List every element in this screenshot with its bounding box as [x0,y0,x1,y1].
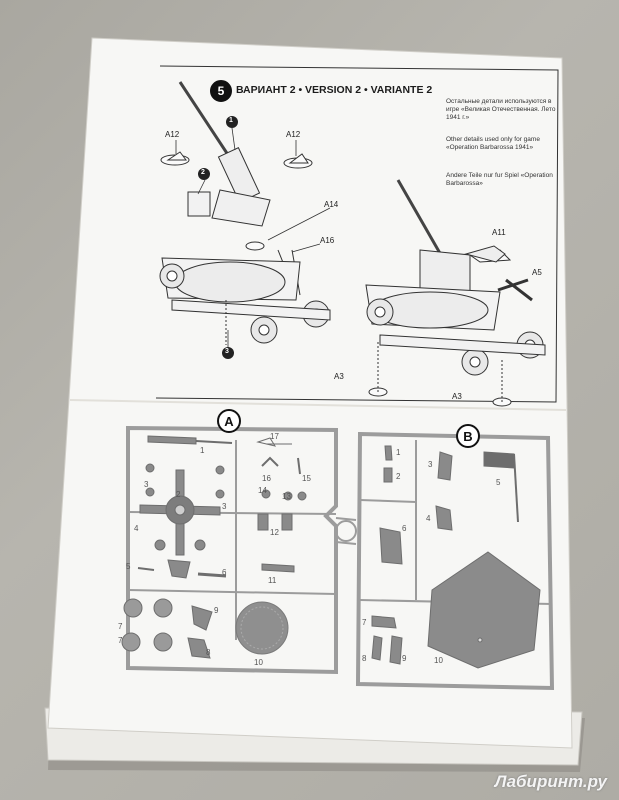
callout-1: 1 [229,117,233,124]
watermark-logo: Лабиринт.ру [494,772,607,791]
sprue-b-label: 8 [362,654,367,663]
sprue-b-label: 10 [434,656,443,665]
sprue-a-label: 9 [214,606,219,615]
sprue-a-label: 2 [176,490,181,499]
sprue-a-label: 15 [302,474,311,483]
sprue-b-letter: B [456,424,480,448]
sprue-b-label: 1 [396,448,401,457]
note-english: Other details used only for game «Operat… [446,136,540,151]
callout-2: 2 [201,169,205,176]
note-russian: Остальные детали используются в игре «Ве… [446,98,556,121]
sprue-a-label: 13 [282,492,291,501]
sprue-a-label: 7 [118,622,123,631]
sprue-a-label: 17 [270,432,279,441]
sprue-b-label: 9 [402,654,407,663]
sprue-a-label: 1 [200,446,205,455]
sprue-a-label: 3 [144,480,149,489]
label-a12-left: A12 [165,130,180,139]
callout-3: 3 [225,348,229,355]
sprue-a-letter: A [217,409,241,433]
step-frame [155,65,559,403]
sprue-a-label: 5 [126,562,131,571]
sprue-b-label: 6 [402,524,407,533]
label-a3-right: A3 [452,392,462,401]
label-a5: A5 [532,268,542,277]
label-a3-left: A3 [334,372,344,381]
sprue-a-label: 3 [222,502,227,511]
sprue-a-label: 16 [262,474,271,483]
sprue-b-label: 3 [428,460,433,469]
sprue-a-label: 14 [258,486,267,495]
sprue-a-label: 6 [222,568,227,577]
sprue-b-label: 2 [396,472,401,481]
label-a12-right: A12 [286,130,301,139]
label-a14: A14 [324,200,339,209]
sprue-b-parts [371,445,541,669]
sprue-a-label: 12 [270,528,279,537]
sprue-b-label: 7 [362,618,367,627]
sprue-a-label: 4 [134,524,139,533]
step-number-badge: 5 [210,80,232,102]
sprue-a-label: 10 [254,658,263,667]
step-title: ВАРИАНТ 2 • VERSION 2 • VARIANTE 2 [236,84,433,96]
sprue-a-label: 8 [206,648,211,657]
sprue-a-frame [126,425,338,675]
label-a11: A11 [492,228,506,237]
label-a16: A16 [320,236,335,245]
sprue-a-parts [121,435,307,659]
gun-assembly-left [159,81,331,345]
gun-assembly-right [365,179,546,407]
note-german: Andere Teile nur fur Spiel «Operation Ba… [446,172,553,187]
sprue-a-label: 7 [118,636,123,645]
sprue-a-label: 11 [268,576,277,585]
sprue-b-label: 4 [426,514,431,523]
sprue-b-label: 5 [496,478,501,487]
